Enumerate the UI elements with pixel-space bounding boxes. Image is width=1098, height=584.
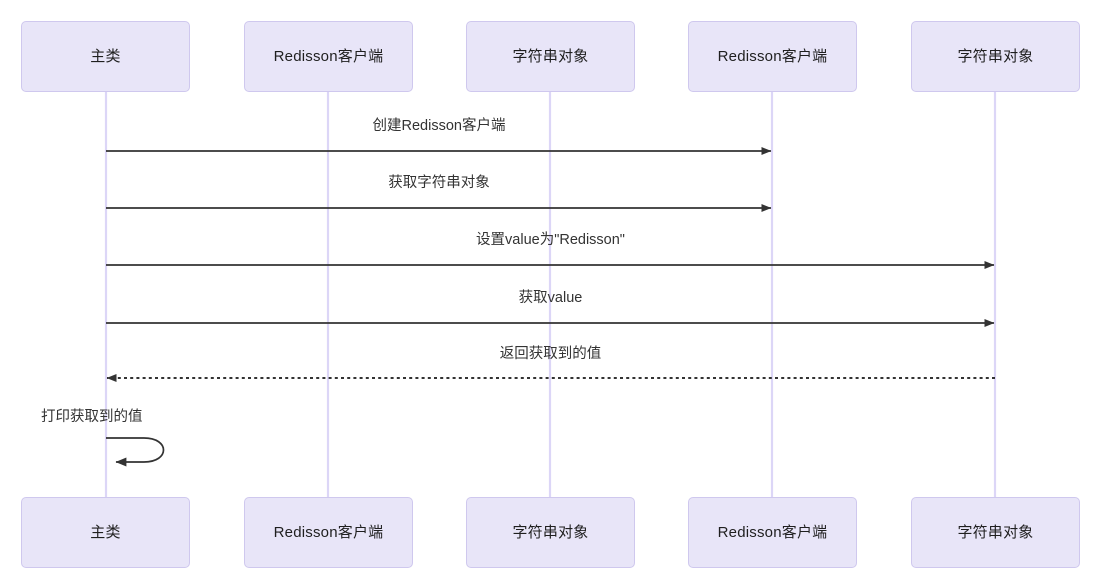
lifeline-group: [104, 92, 997, 497]
participant-label: 字符串对象: [512, 48, 589, 65]
participant-bottom-p5[interactable]: 字符串对象: [911, 497, 1080, 568]
participant-top-p5[interactable]: 字符串对象: [911, 21, 1080, 92]
message-label-m3: 设置value为"Redisson": [476, 232, 625, 248]
participant-top-p1[interactable]: 主类: [21, 21, 190, 92]
participant-label: 主类: [90, 524, 121, 541]
message-line-group: [106, 147, 995, 382]
message-label-m4: 获取value: [518, 290, 583, 306]
participant-bottom-p2[interactable]: Redisson客户端: [244, 497, 413, 568]
participant-label: Redisson客户端: [717, 48, 828, 65]
participant-bottom-p4[interactable]: Redisson客户端: [688, 497, 857, 568]
self-message-label: 打印获取到的值: [41, 409, 143, 425]
message-label-m5: 返回获取到的值: [499, 346, 602, 362]
self-message-loop-group: [106, 437, 165, 467]
participant-label: 主类: [90, 48, 121, 65]
participant-label: 字符串对象: [957, 524, 1034, 541]
participant-label: 字符串对象: [512, 524, 589, 541]
participant-bottom-p1[interactable]: 主类: [21, 497, 190, 568]
participant-top-p2[interactable]: Redisson客户端: [244, 21, 413, 92]
participant-label: Redisson客户端: [717, 524, 828, 541]
participant-top-p4[interactable]: Redisson客户端: [688, 21, 857, 92]
participant-bottom-p3[interactable]: 字符串对象: [466, 497, 635, 568]
participant-label: Redisson客户端: [273, 524, 384, 541]
self-message-arrow-m6: [106, 437, 165, 467]
participant-label: Redisson客户端: [273, 48, 384, 65]
message-label-m2: 获取字符串对象: [388, 175, 490, 191]
participant-label: 字符串对象: [957, 48, 1034, 65]
participant-top-p3[interactable]: 字符串对象: [466, 21, 635, 92]
message-label-m1: 创建Redisson客户端: [372, 118, 506, 134]
